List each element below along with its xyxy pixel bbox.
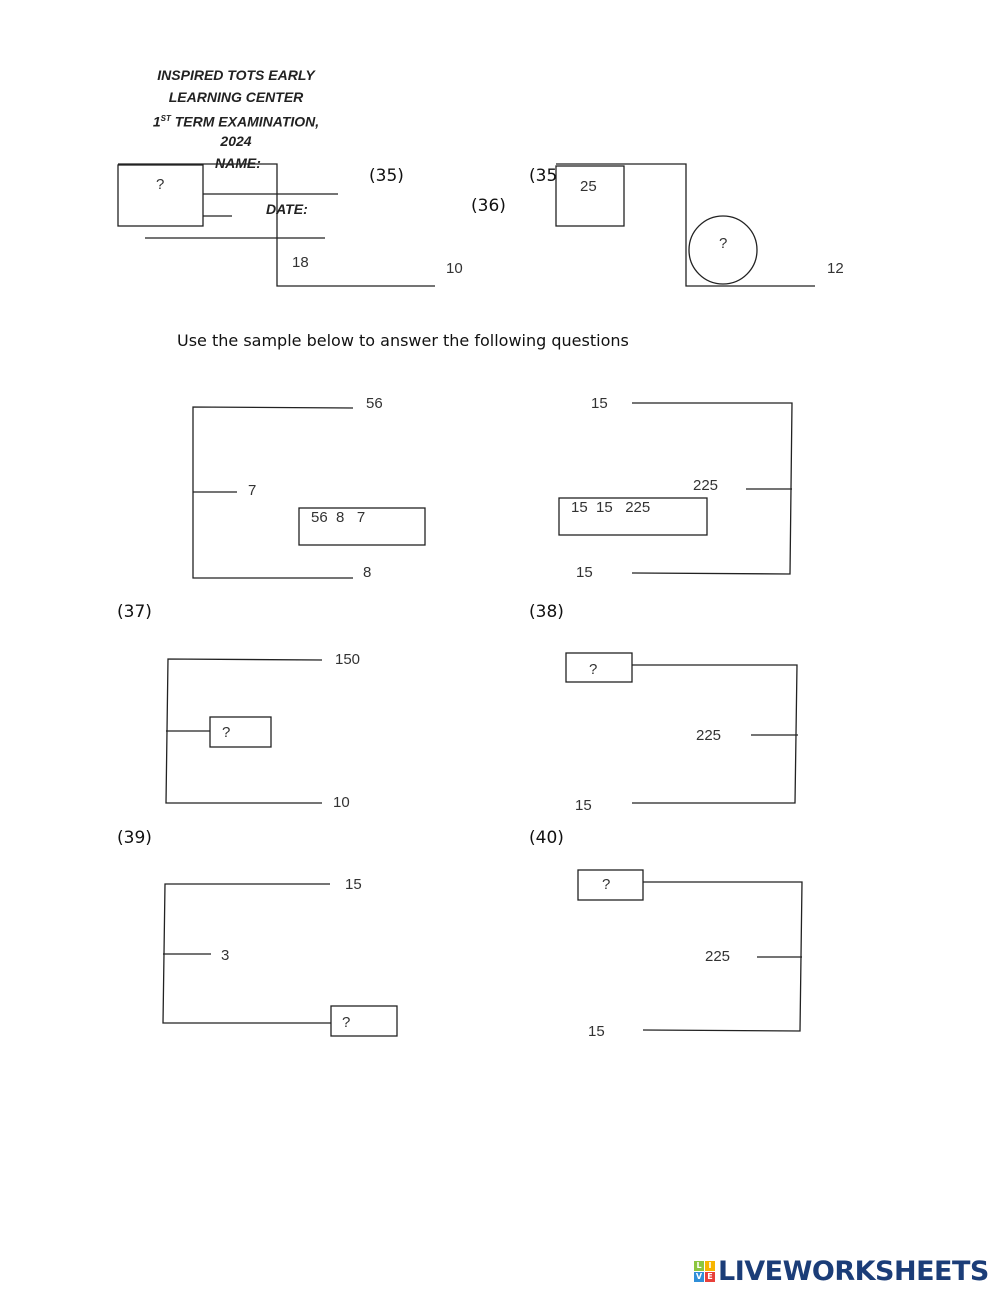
q35-bottom-value: 10 [446,260,463,277]
date-label: DATE: [266,201,308,217]
q37-top: 150 [335,651,361,668]
q39-top: 15 [345,876,362,893]
q39-number: (39) [117,828,152,848]
q38-box-text[interactable]: ? [589,661,598,678]
q36-clipped-number: (35 [529,166,556,186]
q35-number: (35) [369,166,404,186]
liveworksheets-logo: L I V E LIVEWORKSHEETS [694,1256,989,1287]
school-name-line1: INSPIRED TOTS EARLY [157,67,315,83]
sample-left-top: 56 [366,395,383,412]
q35-top-value: 18 [292,254,309,271]
sample-left-box [298,507,426,546]
q38-number: (38) [529,602,564,622]
sample-right-box-text: 15 15 225 [571,499,651,516]
exam-num: 1 [152,113,161,130]
exam-sup: ST [160,114,171,123]
q39-middle: 3 [221,947,230,964]
q40-answer-box [577,869,644,901]
q36-number: (36) [471,196,506,216]
sample-right-box [558,497,708,536]
logo-wordmark: LIVEWORKSHEETS [718,1256,989,1287]
q38-bottom: 15 [575,797,592,814]
exam-title: 1ST TERM EXAMINATION, [116,108,356,133]
q36-answer-circle [688,215,758,285]
instruction-text: Use the sample below to answer the follo… [177,331,629,350]
q36-circle-text[interactable]: ? [719,235,728,252]
logo-tile: I [705,1261,715,1271]
q39-box-text[interactable]: ? [342,1014,351,1031]
q37-answer-box [209,716,272,748]
logo-tile: E [705,1272,715,1282]
exam-year: 2024 [220,133,252,149]
logo-tiles-icon: L I V E [694,1261,715,1282]
logo-tile: V [694,1272,704,1282]
q35-answer-box [117,164,204,227]
school-name-line2: LEARNING CENTER [168,89,304,105]
q39-answer-box [330,1005,398,1037]
sample-right-top: 15 [591,395,608,412]
sample-left-middle: 7 [248,482,257,499]
q36-value: 12 [827,260,844,277]
exam-rest: TERM EXAMINATION, [170,113,320,130]
q35-box-text[interactable]: ? [156,176,165,193]
name-label: NAME: [215,155,261,171]
logo-tile: L [694,1261,704,1271]
q36-box-value: 25 [580,178,597,195]
sample-right-bottom: 15 [576,564,593,581]
q40-middle: 225 [705,948,731,965]
q38-answer-box [565,652,633,683]
q38-middle: 225 [696,727,722,744]
q38-bracket [632,664,798,804]
q40-box-text[interactable]: ? [602,876,611,893]
sample-left-bottom: 8 [363,564,372,581]
q40-bottom: 15 [588,1023,605,1040]
sample-left-box-text: 56 8 7 [311,509,366,526]
q36-box [555,165,625,227]
sample-right-middle: 225 [693,477,719,494]
q36-bracket [556,163,815,287]
q37-number: (37) [117,602,152,622]
q35-bracket [118,163,435,287]
q40-number: (40) [529,828,564,848]
q37-box-text[interactable]: ? [222,724,231,741]
q37-bottom: 10 [333,794,350,811]
